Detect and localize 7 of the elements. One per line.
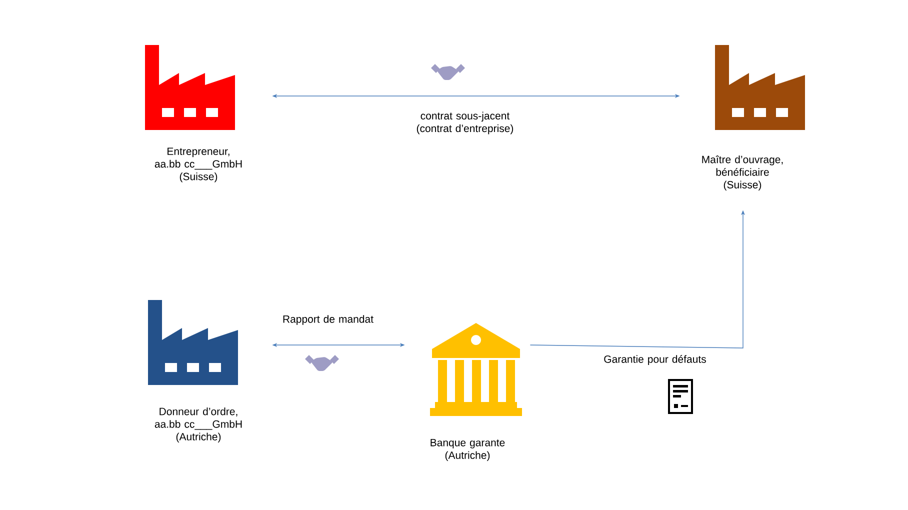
- node-label: Donneur d’ordre, aa.bb cc___GmbH (Autriche): [154, 408, 242, 442]
- node-label: Maître d’ouvrage, bénéficiaire (Suisse): [702, 156, 783, 190]
- edge-label: Rapport de mandat: [283, 315, 374, 325]
- edge-label: contrat sous-jacent (contrat d’entreprise): [416, 112, 514, 134]
- edge-label: Garantie pour défauts: [604, 355, 706, 365]
- node-label: Entrepreneur, aa.bb cc___GmbH (Suisse): [154, 148, 242, 182]
- node-label: Banque garante (Autriche): [430, 439, 505, 461]
